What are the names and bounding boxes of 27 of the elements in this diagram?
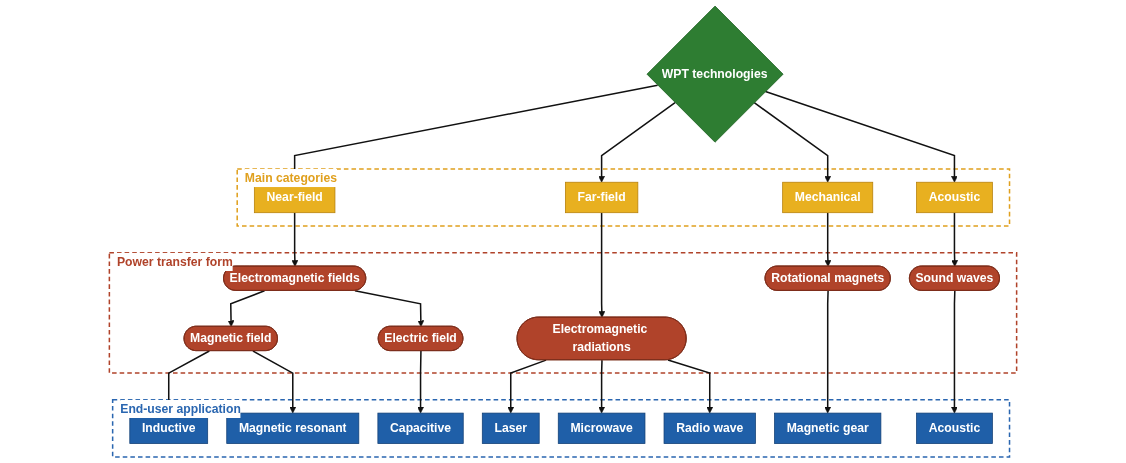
arrow	[764, 90, 958, 183]
node-box: Far-field	[565, 181, 639, 214]
arrow	[951, 290, 958, 414]
node-box: Laser	[481, 412, 540, 444]
node-box: Acoustic	[916, 412, 993, 444]
arrow	[291, 211, 299, 267]
node-diamond: WPT technologies	[646, 5, 784, 143]
arrow	[598, 211, 606, 318]
node-box: Magnetic resonant	[226, 412, 360, 444]
node-box: Radio wave	[663, 412, 756, 444]
arrow	[507, 359, 547, 414]
node-box: Magnetic gear	[774, 412, 882, 444]
arrow	[824, 290, 832, 414]
arrow	[252, 350, 297, 414]
arrow	[354, 290, 425, 327]
node-box: Capacitive	[377, 412, 464, 444]
arrow	[417, 350, 424, 414]
arrow	[667, 359, 714, 414]
arrow	[824, 211, 832, 267]
arrow	[753, 101, 832, 183]
node-box: Acoustic	[916, 181, 993, 214]
node-box: Microwave	[557, 412, 646, 444]
node-box: Mechanical	[782, 181, 874, 214]
arrow	[598, 359, 605, 414]
arrow	[227, 290, 266, 327]
arrow	[598, 101, 676, 183]
arrow	[951, 211, 958, 267]
